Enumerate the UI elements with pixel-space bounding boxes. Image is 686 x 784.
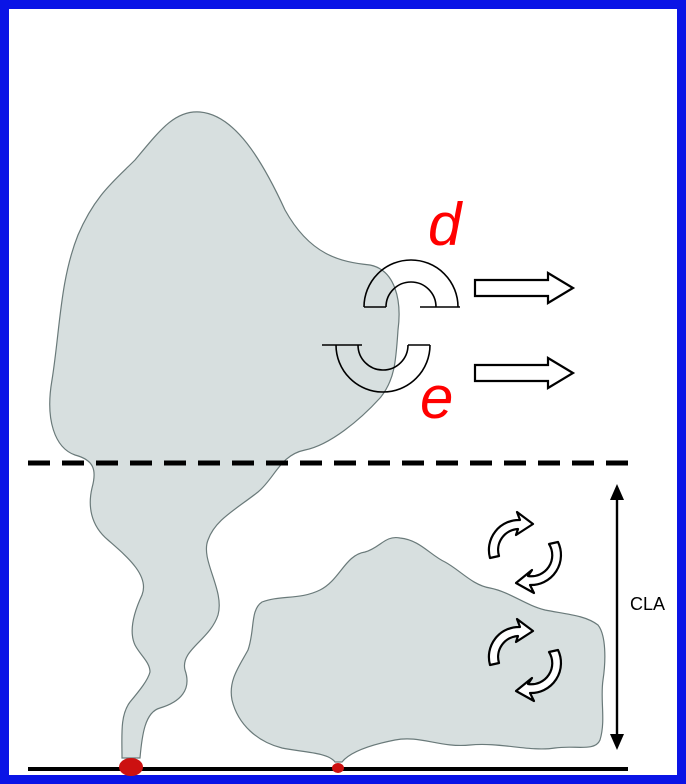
trapped-plume <box>230 536 606 763</box>
large-plume <box>49 111 400 759</box>
upper-eddy-icon <box>363 259 460 308</box>
lower-eddy-icon <box>322 344 431 393</box>
source-dot-large <box>119 758 143 776</box>
turbulence-upper-icon <box>487 510 563 595</box>
label-e: e <box>420 364 453 431</box>
outflow-arrow-upper-icon <box>473 271 576 305</box>
source-dot-small <box>332 763 344 773</box>
label-d: d <box>428 191 463 258</box>
cla-label: CLA <box>630 594 665 614</box>
cla-height-arrow <box>610 484 624 750</box>
turbulence-lower-icon <box>487 617 563 703</box>
outflow-arrow-lower-icon <box>473 356 576 390</box>
